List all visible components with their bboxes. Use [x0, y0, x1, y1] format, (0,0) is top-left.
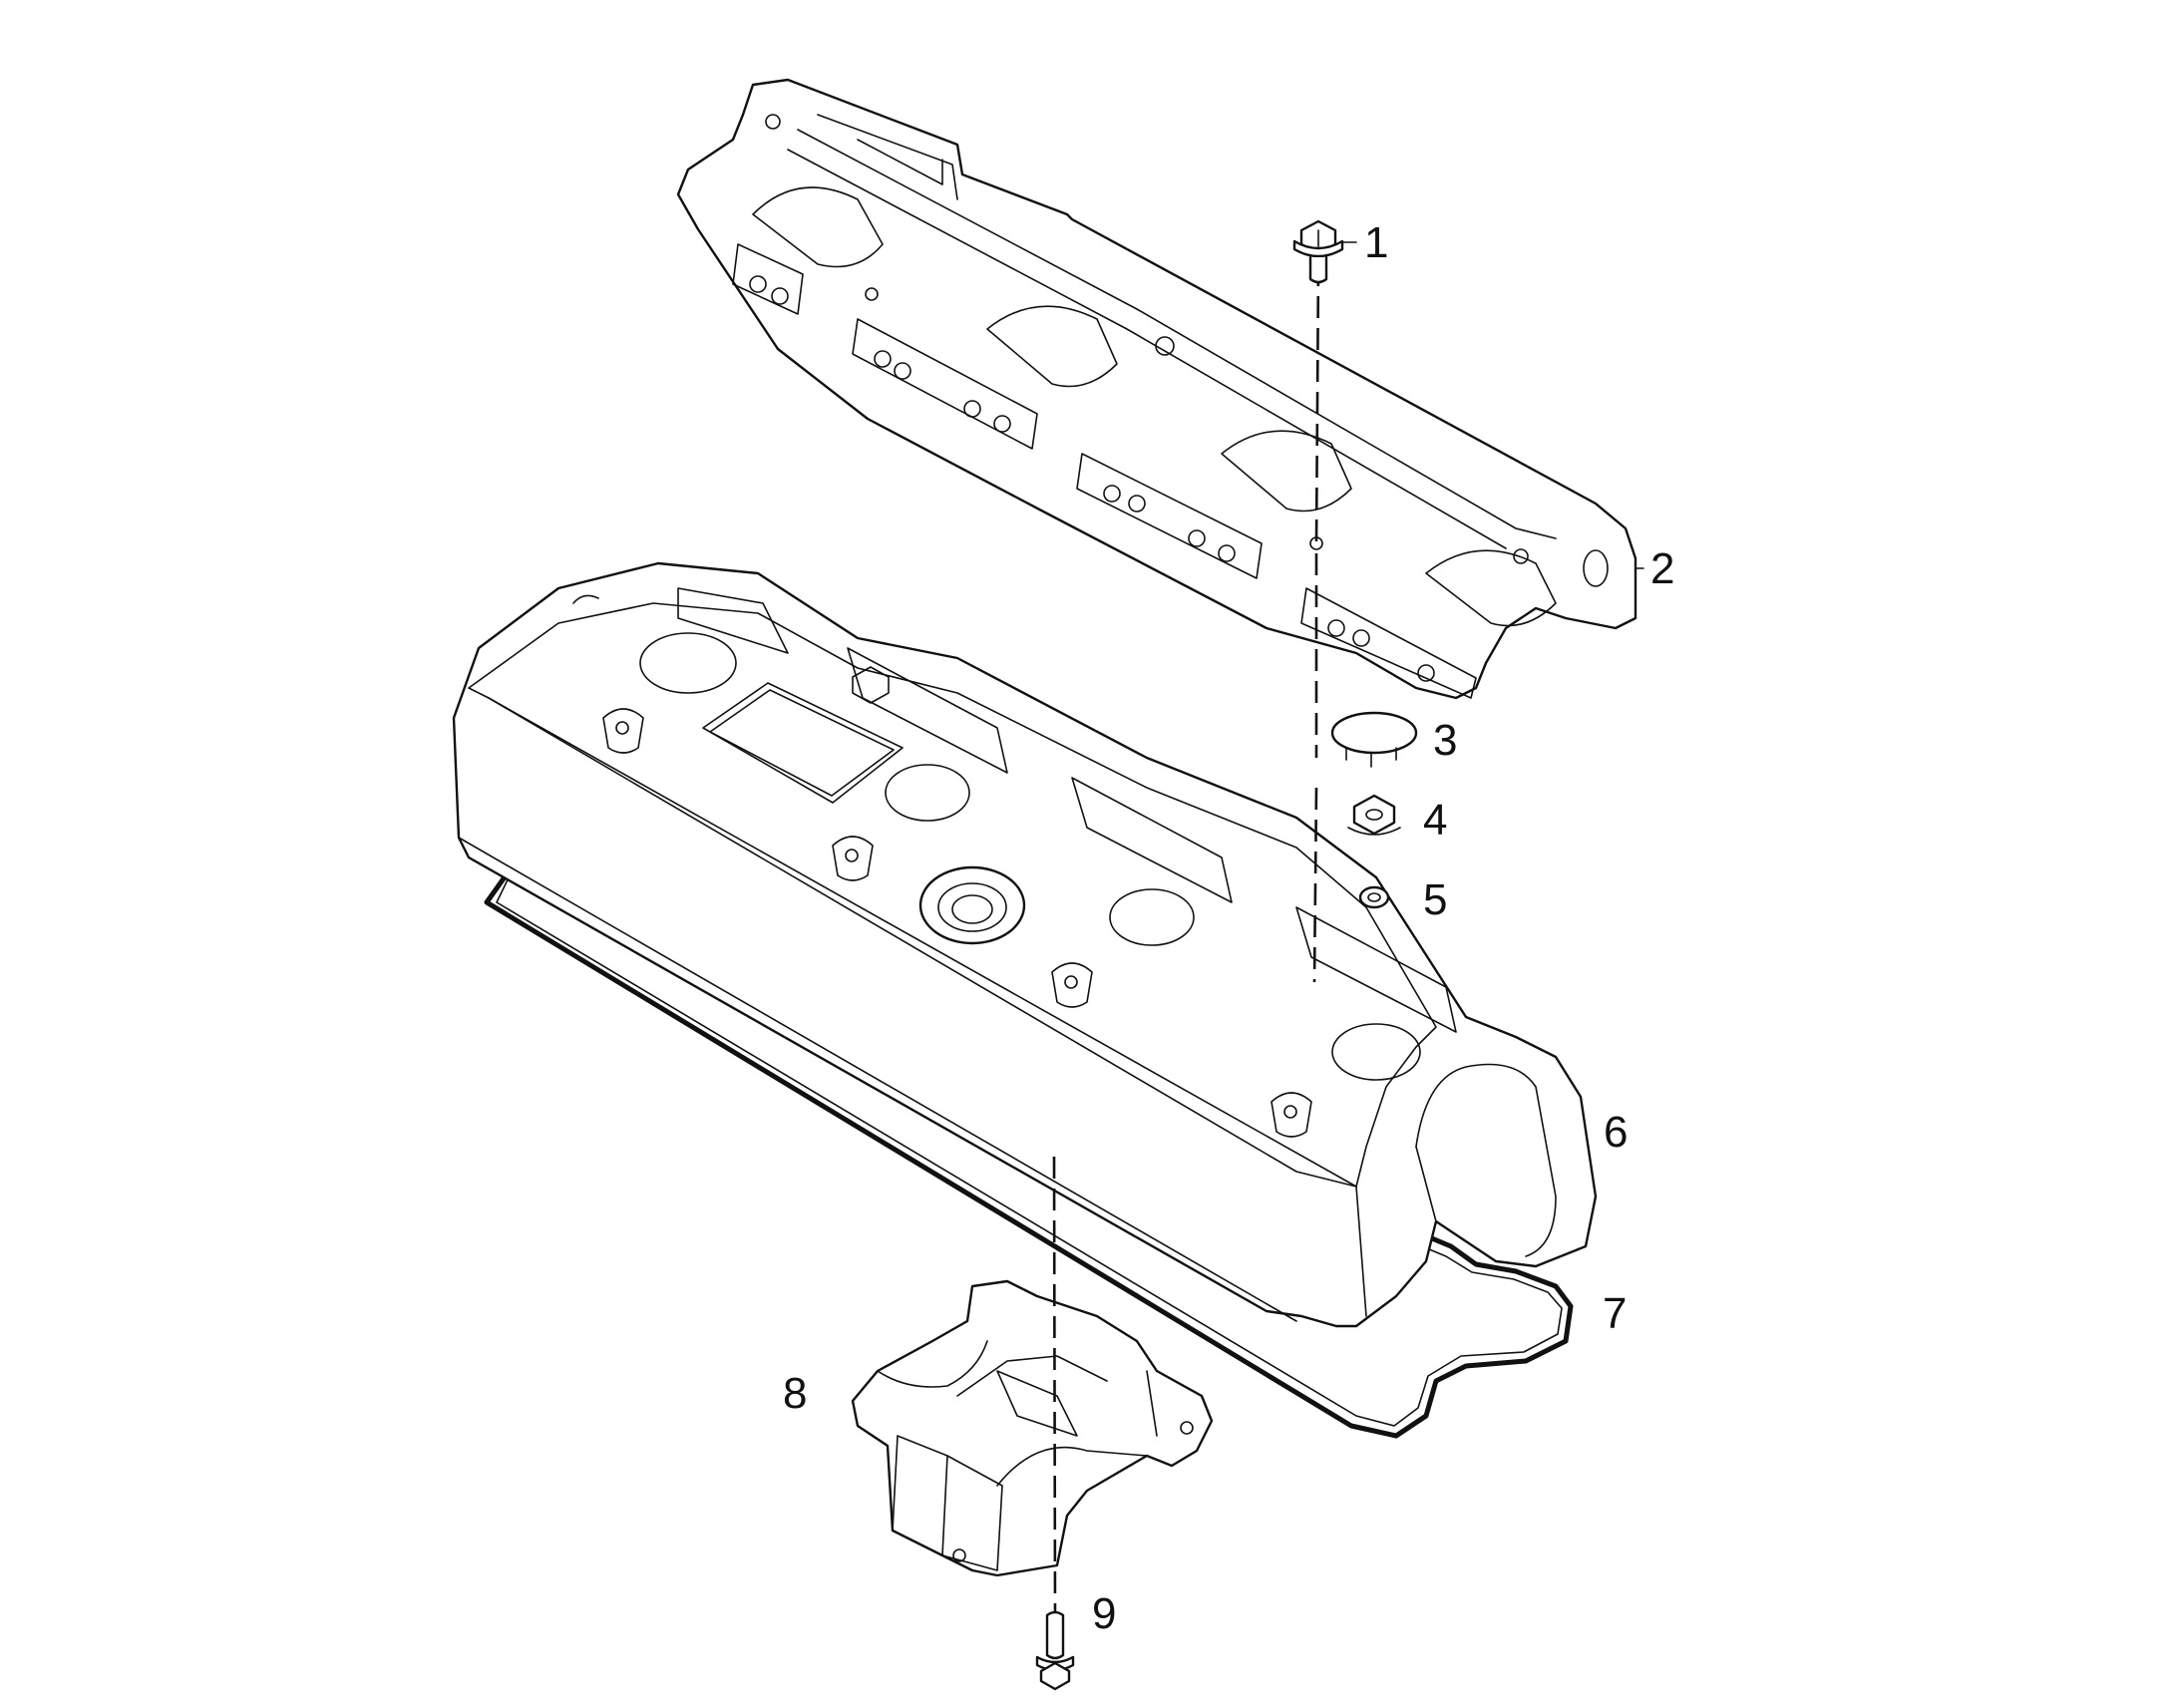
- callout-6: 6: [1604, 1108, 1628, 1157]
- callout-7: 7: [1603, 1289, 1627, 1338]
- callout-3: 3: [1433, 716, 1457, 765]
- part-9-bolt: [1035, 1610, 1075, 1691]
- part-8-bracket: [851, 1279, 1214, 1577]
- part-7-gasket: [484, 854, 1574, 1439]
- callout-4: 4: [1423, 796, 1447, 845]
- callout-1: 1: [1364, 218, 1388, 267]
- callout-2: 2: [1650, 544, 1674, 593]
- callout-labels: 1 2 3 4 5 6 7 8 9: [783, 218, 1674, 1638]
- part-4-nut: [1347, 794, 1401, 836]
- leader-lines: [1052, 263, 1320, 1616]
- callout-5: 5: [1423, 875, 1447, 924]
- callout-8: 8: [783, 1369, 807, 1418]
- callout-9: 9: [1092, 1589, 1116, 1638]
- part-3-cap: [1330, 711, 1418, 768]
- part-2-upper-shield: [676, 78, 1637, 700]
- part-1-bolt: [1292, 219, 1344, 284]
- part-6-valve-cover: [452, 561, 1598, 1328]
- part-5-washer: [1358, 885, 1390, 909]
